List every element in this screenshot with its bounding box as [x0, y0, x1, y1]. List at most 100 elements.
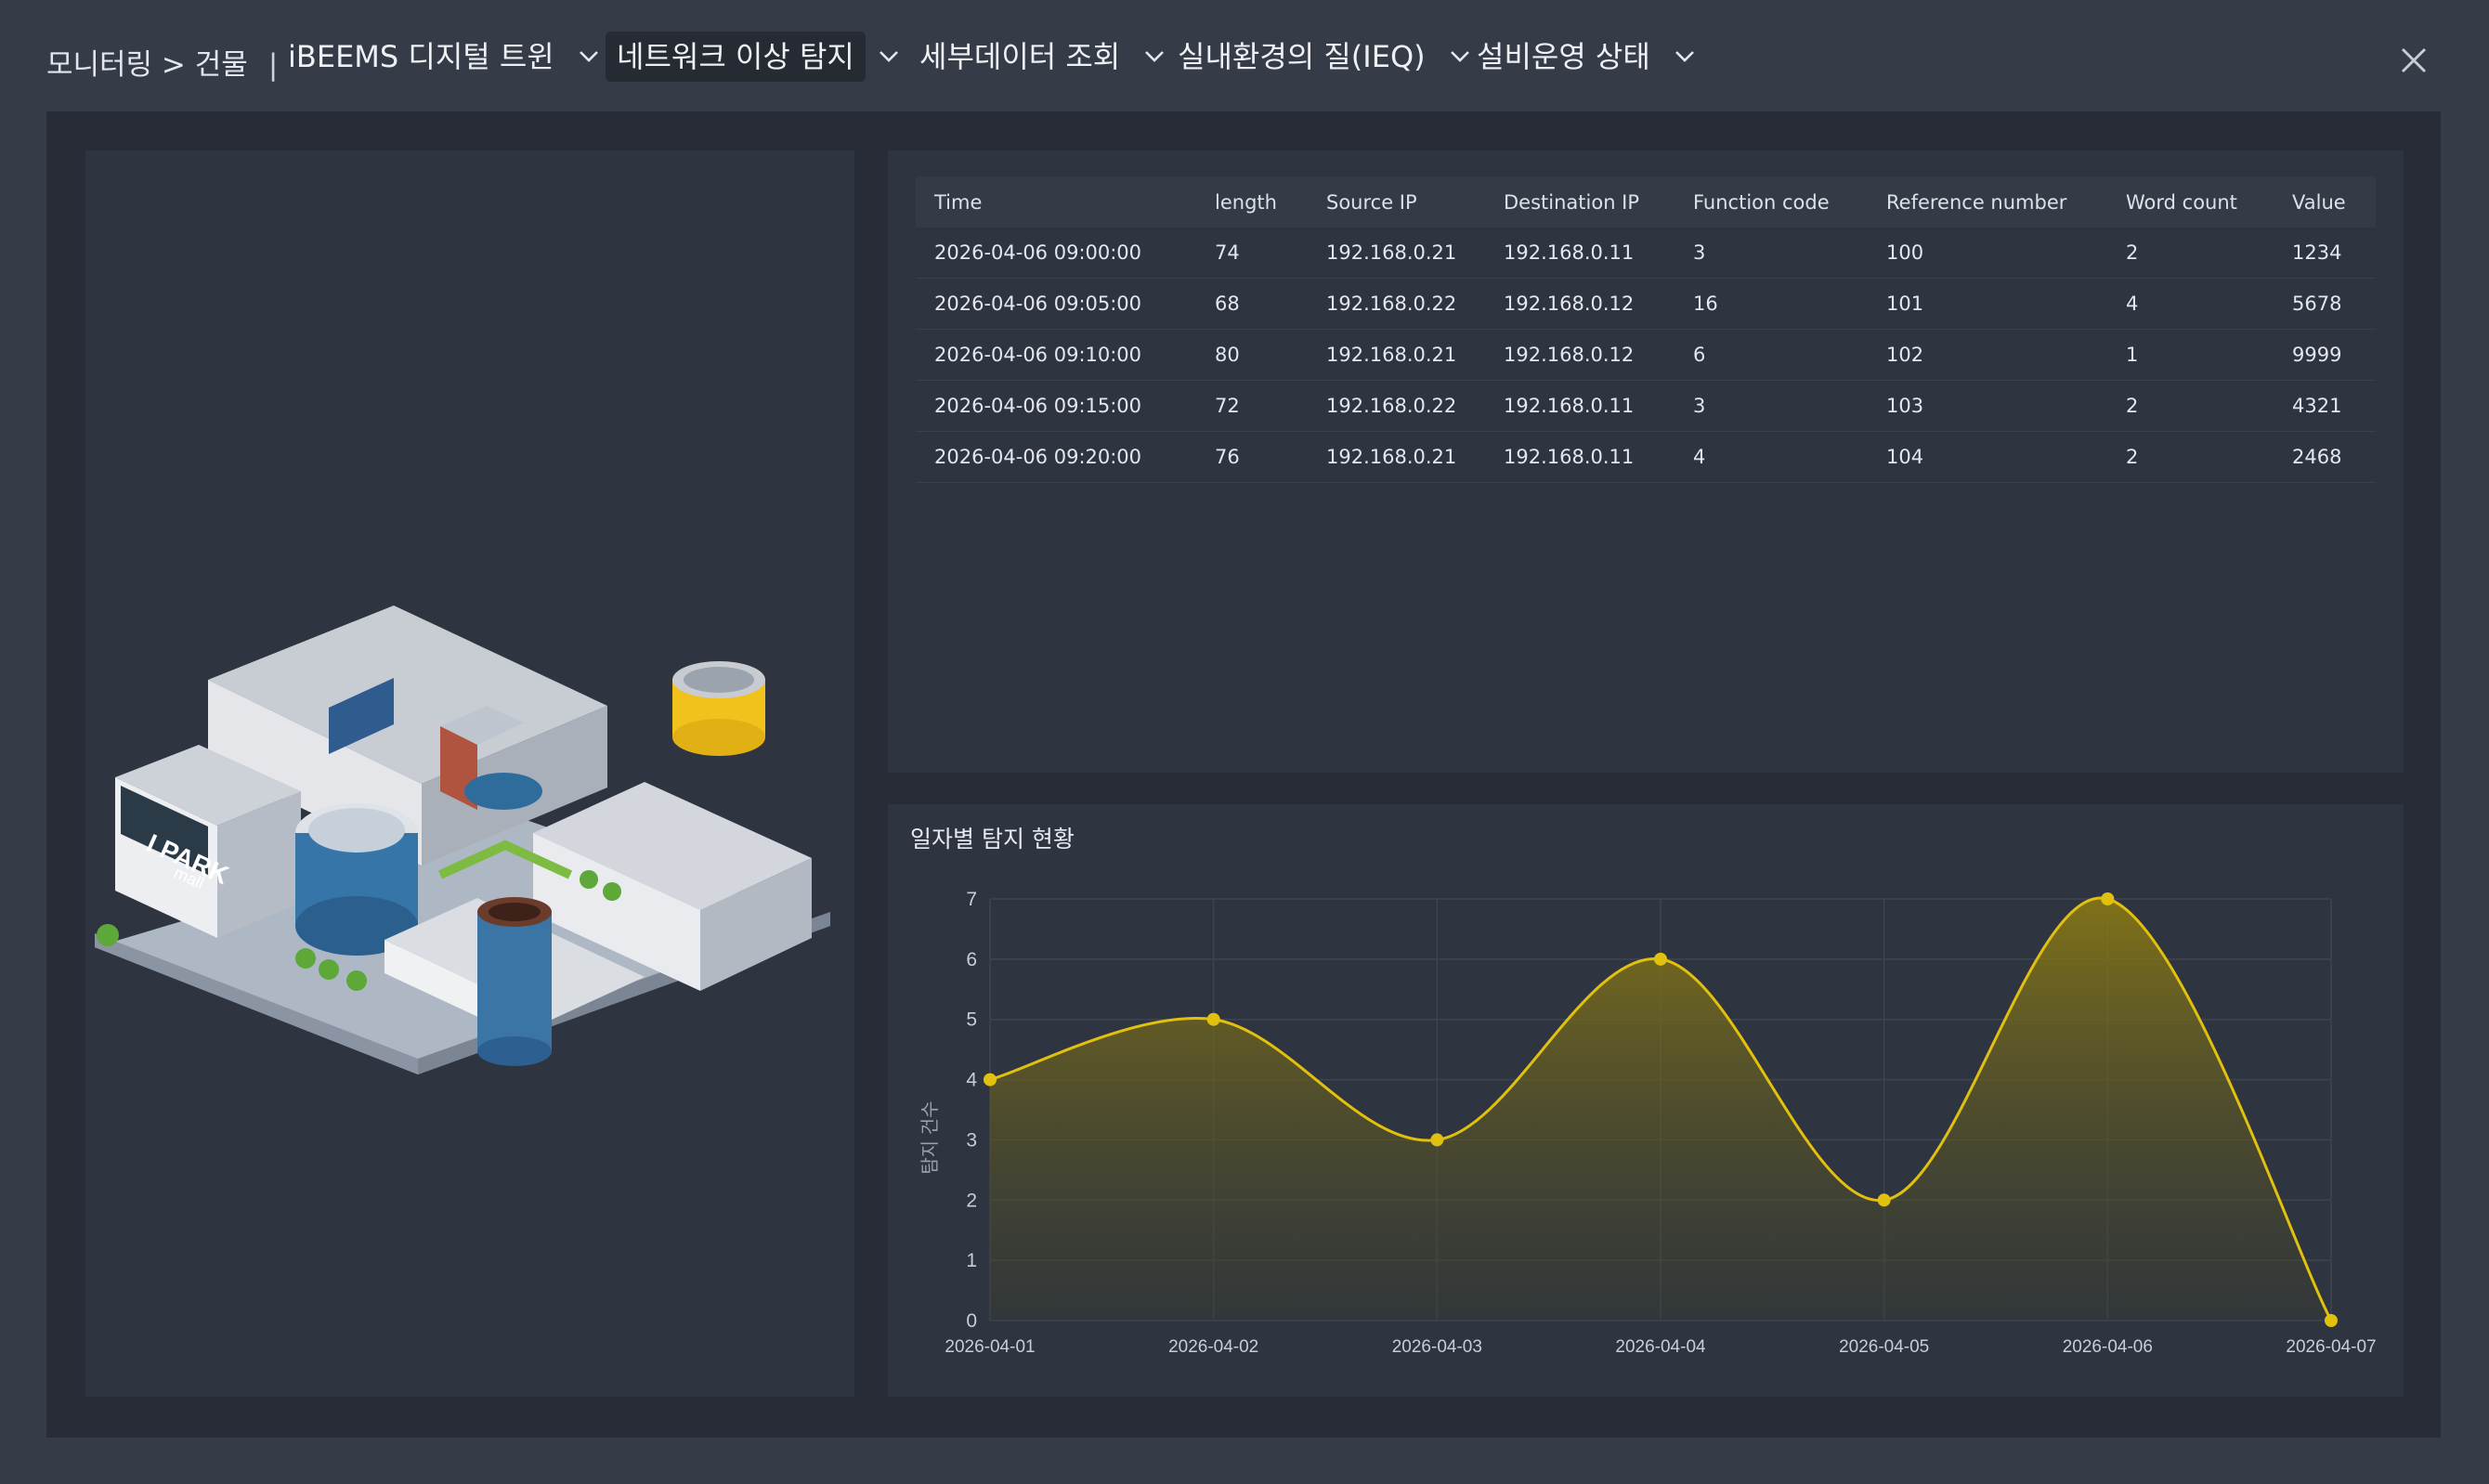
chevron-down-icon: [1675, 51, 1694, 62]
table-cell: 192.168.0.21: [1308, 329, 1485, 381]
table-cell: 76: [1196, 431, 1308, 483]
table-cell: 5678: [2274, 278, 2376, 330]
table-cell: 1: [2107, 329, 2274, 381]
x-tick-label: 2026-04-02: [1168, 1337, 1258, 1357]
table-cell: 4321: [2274, 380, 2376, 432]
column-header: Reference number: [1886, 190, 2067, 214]
table-row[interactable]: 2026-04-06 09:10:00 80 192.168.0.21 192.…: [916, 329, 2376, 381]
nav-digital-twin[interactable]: iBEEMS 디지털 트윈: [277, 32, 599, 82]
close-icon[interactable]: [2398, 45, 2430, 76]
chart-series-line: [989, 896, 2333, 1321]
column-header: Value: [2292, 190, 2346, 214]
nav-label: 세부데이터 조회: [919, 39, 1121, 74]
y-axis-label: 탐지 건수: [919, 1100, 941, 1174]
content-area: I PARK mall Time length Source IP Destin…: [46, 111, 2441, 1438]
data-point[interactable]: [2325, 1314, 2338, 1327]
column-header: Source IP: [1326, 190, 1417, 214]
column-header: length: [1215, 190, 1277, 214]
x-tick-label: 2026-04-05: [1839, 1337, 1929, 1357]
top-navigation: 모니터링 > 건물| iBEEMS 디지털 트윈 네트워크 이상 탐지 세부데이…: [0, 0, 2489, 111]
table-cell: 192.168.0.22: [1308, 380, 1485, 432]
y-tick-label: 7: [966, 889, 977, 910]
table-cell: 2026-04-06 09:00:00: [916, 228, 1196, 279]
table-row[interactable]: 2026-04-06 09:05:00 68 192.168.0.22 192.…: [916, 278, 2376, 330]
nav-equipment-status[interactable]: 설비운영 상태: [1466, 32, 1695, 82]
y-tick-label: 6: [966, 949, 977, 970]
table-cell: 1234: [2274, 228, 2376, 279]
y-tick-label: 0: [966, 1310, 977, 1332]
y-tick-label: 2: [966, 1190, 977, 1211]
packet-table-panel: Time length Source IP Destination IP Fun…: [888, 150, 2404, 773]
table-cell: 2026-04-06 09:20:00: [916, 431, 1196, 483]
table-row[interactable]: 2026-04-06 09:20:00 76 192.168.0.21 192.…: [916, 431, 2376, 483]
x-tick-label: 2026-04-04: [1615, 1337, 1706, 1357]
table-cell: 192.168.0.11: [1485, 431, 1675, 483]
table-cell: 2468: [2274, 431, 2376, 483]
data-point[interactable]: [1430, 1133, 1444, 1147]
table-row[interactable]: 2026-04-06 09:00:00 74 192.168.0.21 192.…: [916, 228, 2376, 279]
table-cell: 102: [1868, 329, 2107, 381]
table-cell: 192.168.0.11: [1485, 380, 1675, 432]
y-tick-label: 3: [966, 1129, 977, 1151]
table-cell: 104: [1868, 431, 2107, 483]
x-tick-label: 2026-04-01: [945, 1337, 1035, 1357]
table-cell: 192.168.0.12: [1485, 278, 1675, 330]
table-cell: 192.168.0.21: [1308, 228, 1485, 279]
table-header-row: Time length Source IP Destination IP Fun…: [916, 176, 2376, 228]
table-cell: 6: [1675, 329, 1868, 381]
y-tick-label: 1: [966, 1250, 977, 1271]
table-cell: 74: [1196, 228, 1308, 279]
column-header: Time: [934, 190, 983, 214]
building-3d-image[interactable]: I PARK mall: [87, 568, 854, 1074]
table-cell: 4: [1675, 431, 1868, 483]
column-header: Destination IP: [1504, 190, 1640, 214]
table-cell: 192.168.0.12: [1485, 329, 1675, 381]
nav-ieq[interactable]: 실내환경의 질(IEQ): [1166, 32, 1470, 82]
y-tick-label: 5: [966, 1009, 977, 1031]
chevron-down-icon: [1450, 51, 1469, 62]
table-cell: 2: [2107, 380, 2274, 432]
table-cell: 100: [1868, 228, 2107, 279]
detection-area-chart: 0 1 2 3 4 5 6 7 2026-04-01 2026-04-02 2026-04-03 20…: [919, 889, 2377, 1357]
column-header: Function code: [1693, 190, 1830, 214]
table-cell: 80: [1196, 329, 1308, 381]
chevron-down-icon: [879, 51, 898, 62]
table-cell: 2026-04-06 09:05:00: [916, 278, 1196, 330]
table-cell: 68: [1196, 278, 1308, 330]
table-cell: 103: [1868, 380, 2107, 432]
column-header: Word count: [2126, 190, 2237, 214]
detection-chart-panel: 0 1 2 3 4 5 6 7 2026-04-01 2026-04-02 2026-04-03 20…: [888, 804, 2404, 1397]
data-point[interactable]: [984, 1073, 997, 1087]
data-point[interactable]: [1654, 952, 1667, 966]
x-tick-label: 2026-04-03: [1392, 1337, 1482, 1357]
table-cell: 3: [1675, 228, 1868, 279]
y-tick-label: 4: [966, 1070, 977, 1091]
table-cell: 16: [1675, 278, 1868, 330]
x-tick-label: 2026-04-06: [2063, 1337, 2153, 1357]
data-point[interactable]: [2101, 892, 2115, 905]
table-cell: 3: [1675, 380, 1868, 432]
table-cell: 192.168.0.22: [1308, 278, 1485, 330]
data-point[interactable]: [1206, 1012, 1220, 1026]
nav-network-anomaly[interactable]: 네트워크 이상 탐지: [606, 32, 899, 82]
chart-area-fill: [990, 897, 2331, 1321]
data-point[interactable]: [1877, 1193, 1891, 1207]
chart-title: 일자별 탐지 현황: [910, 826, 1075, 853]
packet-table: Time length Source IP Destination IP Fun…: [916, 176, 2376, 483]
table-cell: 192.168.0.11: [1485, 228, 1675, 279]
chart-points: [984, 892, 2338, 1327]
table-cell: 2: [2107, 431, 2274, 483]
chart-tick-labels: 0 1 2 3 4 5 6 7 2026-04-01 2026-04-02 2026-04-03 20…: [945, 889, 2376, 1357]
table-row[interactable]: 2026-04-06 09:15:00 72 192.168.0.22 192.…: [916, 380, 2376, 432]
table-cell: 2: [2107, 228, 2274, 279]
nav-label: 실내환경의 질(IEQ): [1178, 39, 1426, 74]
nav-label: 설비운영 상태: [1477, 39, 1650, 74]
breadcrumb-separator: |: [267, 48, 279, 82]
nav-label: 네트워크 이상 탐지: [606, 32, 866, 82]
nav-label: iBEEMS 디지털 트윈: [288, 39, 554, 74]
table-cell: 4: [2107, 278, 2274, 330]
x-tick-label: 2026-04-07: [2286, 1337, 2376, 1357]
nav-detail-data[interactable]: 세부데이터 조회: [908, 32, 1165, 82]
table-cell: 72: [1196, 380, 1308, 432]
